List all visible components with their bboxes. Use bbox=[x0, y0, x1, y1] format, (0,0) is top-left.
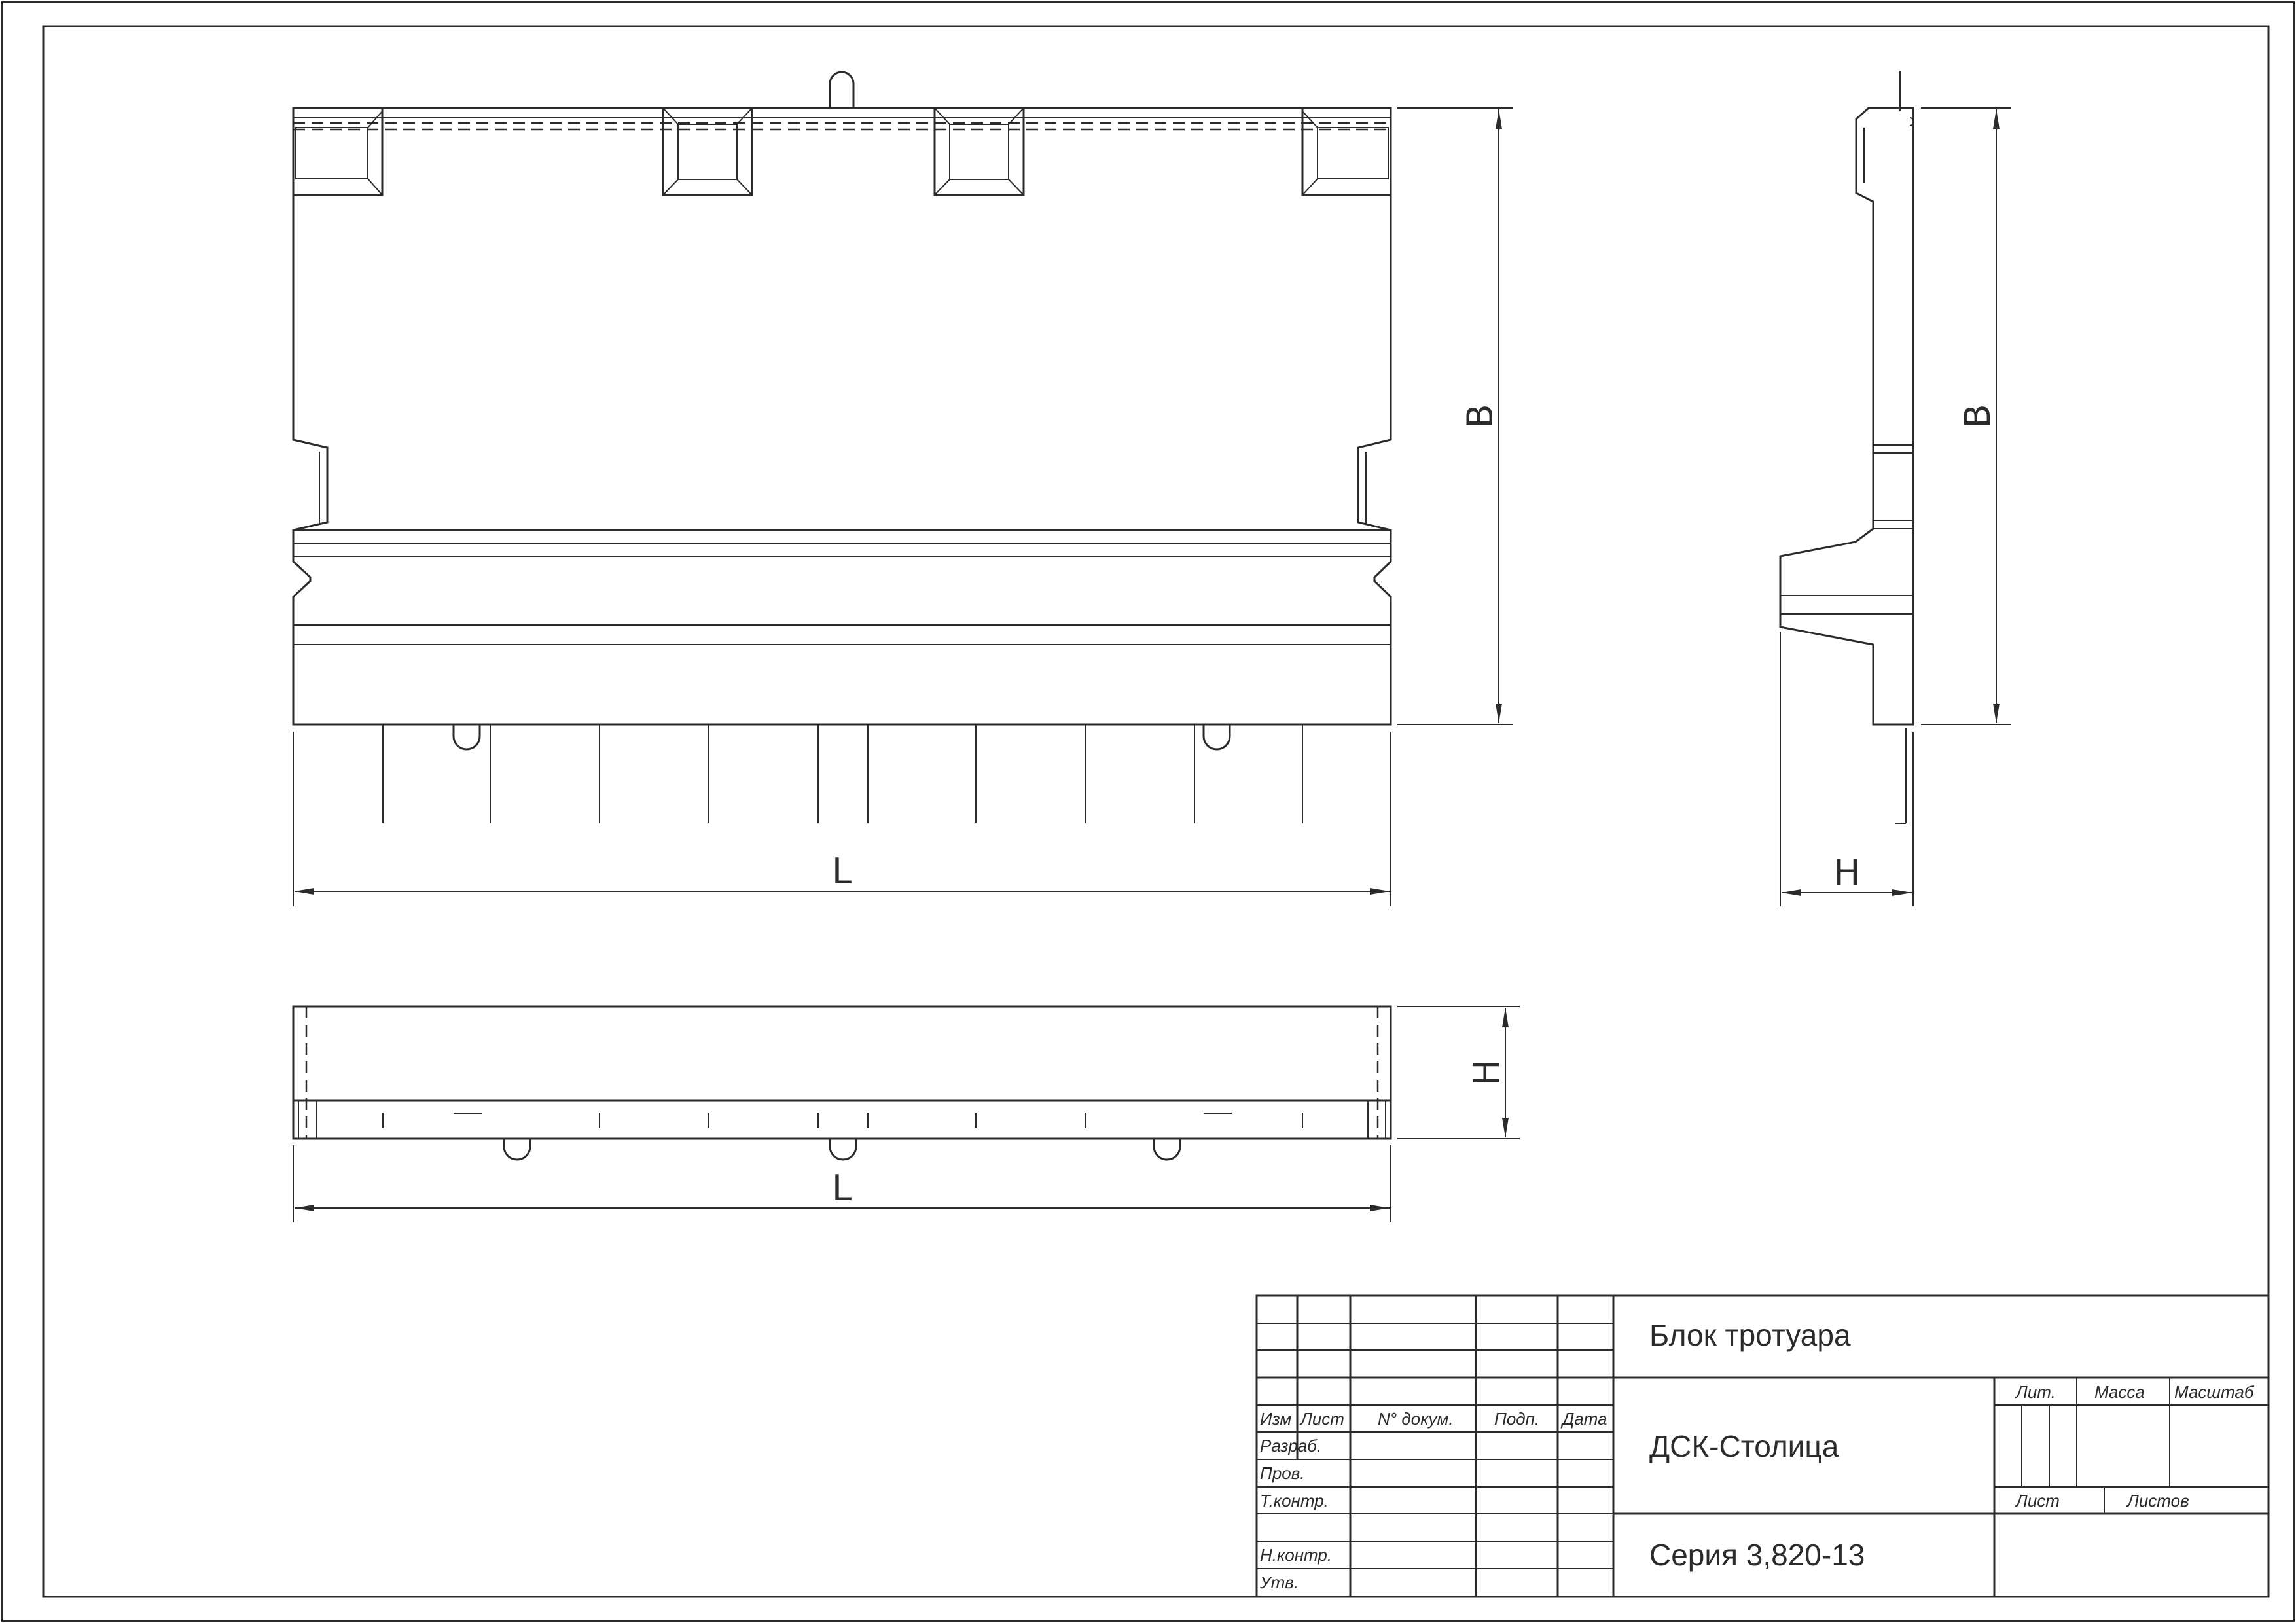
top-view: L H bbox=[292, 1005, 1520, 1222]
col-izm: Изм bbox=[1260, 1409, 1291, 1429]
sheet-inner-frame bbox=[42, 25, 2270, 1598]
front-pocket-4 bbox=[1301, 107, 1392, 196]
col-list: Лист bbox=[1299, 1409, 1344, 1429]
info-scale: Масштаб bbox=[2174, 1382, 2255, 1402]
side-view-outline bbox=[1779, 107, 1914, 726]
organization-name: ДСК-Столица bbox=[1649, 1429, 1839, 1463]
top-thickness-dimension: H bbox=[1397, 1006, 1520, 1139]
info-sheet: Лист bbox=[2015, 1491, 2060, 1510]
role-checked: Пров. bbox=[1260, 1463, 1305, 1483]
front-pocket-3 bbox=[933, 107, 1025, 196]
front-pocket-2 bbox=[662, 107, 753, 196]
side-thickness-dimension: H bbox=[1780, 632, 1914, 906]
role-approved: Утв. bbox=[1259, 1573, 1299, 1592]
document-code: Серия 3,820-13 bbox=[1649, 1538, 1865, 1572]
role-tech-control: Т.контр. bbox=[1260, 1491, 1329, 1510]
front-view: L B bbox=[292, 71, 1513, 906]
top-thickness-label: H bbox=[1466, 1060, 1507, 1086]
front-height-label: B bbox=[1460, 404, 1501, 428]
top-length-label: L bbox=[832, 1168, 852, 1209]
front-length-label: L bbox=[832, 851, 852, 892]
col-signature: Подп. bbox=[1494, 1409, 1539, 1429]
top-length-dimension: L bbox=[293, 1145, 1391, 1222]
drawing-title: Блок тротуара bbox=[1649, 1318, 1851, 1352]
title-block: Блок тротуара ДСК-Столица Серия 3,820-13… bbox=[1255, 1294, 2270, 1598]
rebar-outlets bbox=[382, 724, 1303, 823]
role-norm-control: Н.контр. bbox=[1260, 1545, 1332, 1565]
info-mass: Масса bbox=[2094, 1382, 2145, 1402]
side-height-label: B bbox=[1957, 404, 1998, 428]
side-view: H B bbox=[1779, 71, 2011, 906]
front-view-outline bbox=[292, 107, 1392, 726]
role-developed: Разраб. bbox=[1260, 1436, 1321, 1455]
col-date: Дата bbox=[1560, 1409, 1607, 1429]
front-length-dimension: L bbox=[293, 732, 1391, 906]
front-pocket-1 bbox=[292, 107, 384, 196]
side-thickness-label: H bbox=[1834, 852, 1861, 893]
info-lit: Лит. bbox=[2015, 1382, 2056, 1402]
top-view-outline bbox=[292, 1005, 1392, 1140]
col-doc-no: N° докум. bbox=[1378, 1409, 1454, 1429]
front-height-dimension: B bbox=[1397, 107, 1513, 725]
info-sheets: Листов bbox=[2126, 1491, 2189, 1510]
lifting-loop bbox=[829, 71, 855, 108]
side-height-dimension: B bbox=[1921, 107, 2011, 725]
